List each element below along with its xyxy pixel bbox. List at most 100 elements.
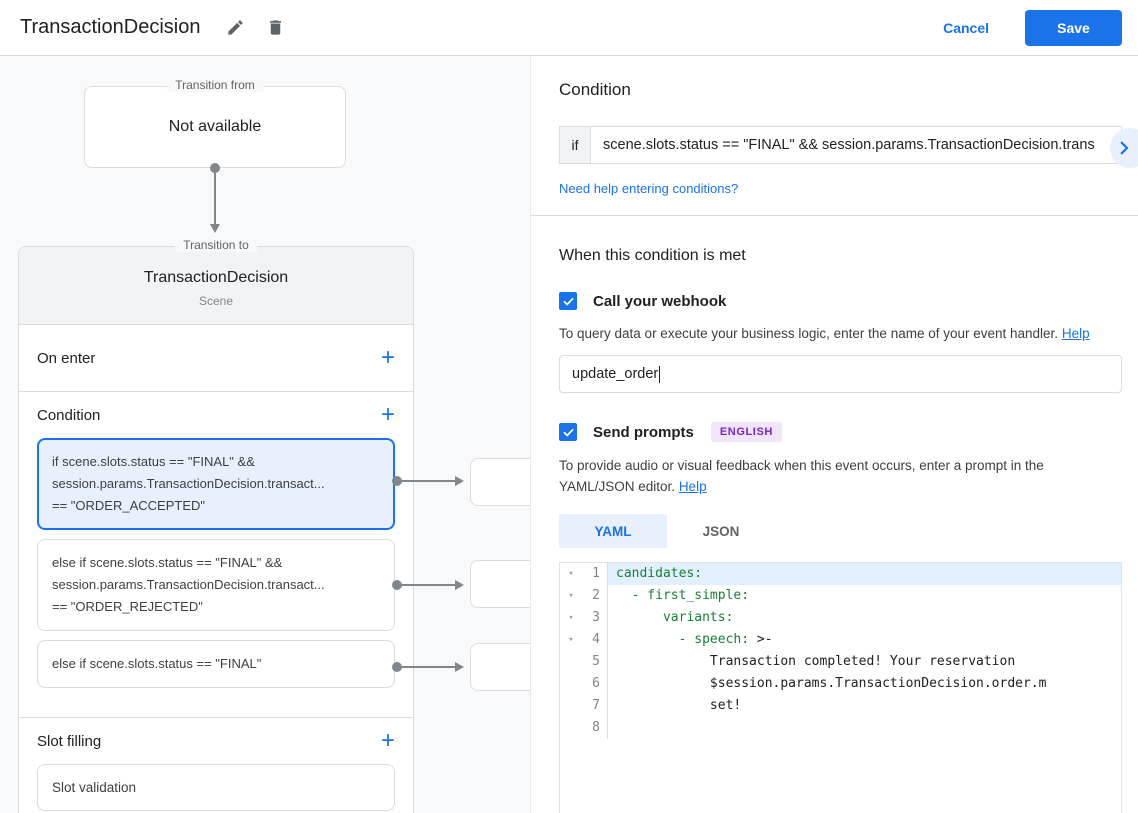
condition-card-line: else if scene.slots.status == "FINAL": [52, 656, 262, 671]
fold-toggle-icon[interactable]: ▾: [568, 569, 574, 579]
delete-scene-button[interactable]: [258, 11, 292, 45]
tab-yaml[interactable]: YAML: [559, 514, 667, 548]
code-line: - first_simple:: [616, 588, 750, 603]
editor-line: 7 set!: [560, 695, 1121, 717]
editor-line: ▾4 - speech: >-: [560, 629, 1121, 651]
arrowhead-right-icon: [455, 662, 464, 672]
arrowhead-down-icon: [210, 224, 220, 233]
slot-validation-card[interactable]: Slot validation: [37, 764, 395, 811]
transition-from-content: Not available: [168, 118, 262, 135]
code-line: - speech: >-: [616, 632, 773, 647]
line-number: 8: [582, 717, 608, 739]
edit-scene-button[interactable]: [218, 11, 252, 45]
condition-panel-title: Condition: [559, 80, 631, 99]
event-handler-value: update_order: [572, 366, 659, 382]
editor-format-tabs: YAML JSON: [559, 514, 1122, 548]
save-button[interactable]: Save: [1025, 9, 1122, 46]
on-enter-section: On enter +: [19, 325, 413, 392]
condition-card-line: else if scene.slots.status == "FINAL" &&: [52, 555, 283, 570]
scene-type-label: Scene: [198, 294, 234, 308]
send-prompts-checkbox[interactable]: [559, 423, 577, 441]
fold-toggle-icon[interactable]: ▾: [568, 591, 574, 601]
connector-dot: [392, 662, 402, 672]
webhook-description: To query data or execute your business l…: [559, 326, 1090, 341]
transition-to-legend: Transition to: [175, 238, 257, 252]
connector-line: [400, 584, 457, 586]
fold-toggle-icon[interactable]: ▾: [568, 635, 574, 645]
scene-card-header[interactable]: TransactionDecision Scene: [19, 247, 413, 325]
connector-dot: [392, 476, 402, 486]
editor-line: 5 Transaction completed! Your reservatio…: [560, 651, 1121, 673]
condition-card[interactable]: if scene.slots.status == "FINAL" &&sessi…: [37, 438, 395, 530]
event-handler-input[interactable]: update_order: [559, 355, 1122, 393]
pencil-icon: [228, 20, 243, 35]
page-title: TransactionDecision: [20, 16, 201, 38]
scene-diagram-canvas: Transition from Not available Transition…: [0, 56, 530, 813]
on-enter-label: On enter: [37, 349, 96, 367]
condition-card[interactable]: else if scene.slots.status == "FINAL": [37, 640, 395, 688]
if-label: if: [559, 126, 590, 164]
call-webhook-checkbox[interactable]: [559, 292, 577, 310]
check-icon: [563, 297, 573, 305]
code-line: candidates:: [608, 563, 1121, 585]
condition-help-link[interactable]: Need help entering conditions?: [559, 181, 739, 196]
fold-toggle-icon[interactable]: ▾: [568, 613, 574, 623]
condition-card-line: == "ORDER_ACCEPTED": [52, 498, 205, 513]
cancel-button[interactable]: Cancel: [943, 19, 989, 36]
when-met-title: When this condition is met: [559, 247, 746, 264]
text-cursor: [659, 365, 661, 383]
scene-name: TransactionDecision: [143, 269, 289, 286]
call-webhook-label: Call your webhook: [593, 292, 727, 310]
condition-detail-panel: Condition if Need help entering conditio…: [530, 56, 1138, 813]
transition-target-node[interactable]: [470, 560, 530, 608]
line-number: 1: [582, 563, 608, 585]
webhook-checkbox-row: Call your webhook: [559, 292, 1122, 310]
transition-target-node[interactable]: [470, 458, 530, 506]
condition-section-label: Condition: [37, 406, 101, 424]
collapse-panel-button[interactable]: [1110, 128, 1138, 168]
editor-line: 6 $session.params.TransactionDecision.or…: [560, 673, 1121, 695]
add-condition-button[interactable]: +: [380, 401, 395, 428]
code-line: Transaction completed! Your reservation: [616, 654, 1016, 669]
add-on-enter-button[interactable]: +: [380, 344, 395, 371]
add-slot-button[interactable]: +: [380, 727, 395, 754]
editor-line: ▾3 variants:: [560, 607, 1121, 629]
line-number: 6: [582, 673, 608, 695]
tab-json[interactable]: JSON: [702, 523, 740, 539]
slot-filling-section: Slot filling + Slot validation: [19, 718, 413, 811]
slot-filling-label: Slot filling: [37, 732, 102, 750]
code-line: $session.params.TransactionDecision.orde…: [616, 676, 1047, 691]
connector-line: [214, 171, 216, 224]
webhook-help-link[interactable]: Help: [1061, 326, 1090, 341]
transition-from-node[interactable]: Transition from Not available: [84, 78, 346, 168]
arrowhead-right-icon: [455, 580, 464, 590]
transition-to-node: Transition to TransactionDecision Scene …: [18, 238, 414, 813]
trash-icon: [269, 20, 281, 35]
fold-spacer: [560, 717, 582, 739]
condition-card-line: session.params.TransactionDecision.trans…: [52, 577, 325, 592]
panel-divider: [531, 215, 1138, 216]
arrowhead-right-icon: [455, 476, 464, 486]
top-bar: TransactionDecision Cancel Save: [0, 0, 1138, 56]
line-number: 5: [582, 651, 608, 673]
fold-spacer: [560, 695, 582, 717]
connector-dot: [210, 163, 220, 173]
code-line: variants:: [616, 610, 734, 625]
condition-card-line: == "ORDER_REJECTED": [52, 599, 203, 614]
code-line: set!: [616, 698, 742, 713]
language-badge: ENGLISH: [710, 422, 782, 442]
condition-section: Condition + if scene.slots.status == "FI…: [19, 392, 413, 718]
transition-target-node[interactable]: [470, 643, 530, 691]
prompts-checkbox-row: Send prompts ENGLISH: [559, 422, 1122, 442]
prompts-help-link[interactable]: Help: [678, 479, 707, 494]
condition-expression-input[interactable]: [590, 126, 1122, 164]
connector-line: [400, 666, 457, 668]
send-prompts-label: Send prompts: [593, 423, 694, 441]
chevron-right-icon: [1120, 141, 1129, 155]
prompts-description: To provide audio or visual feedback when…: [559, 458, 1044, 494]
code-line: [608, 717, 1121, 739]
condition-card[interactable]: else if scene.slots.status == "FINAL" &&…: [37, 539, 395, 631]
